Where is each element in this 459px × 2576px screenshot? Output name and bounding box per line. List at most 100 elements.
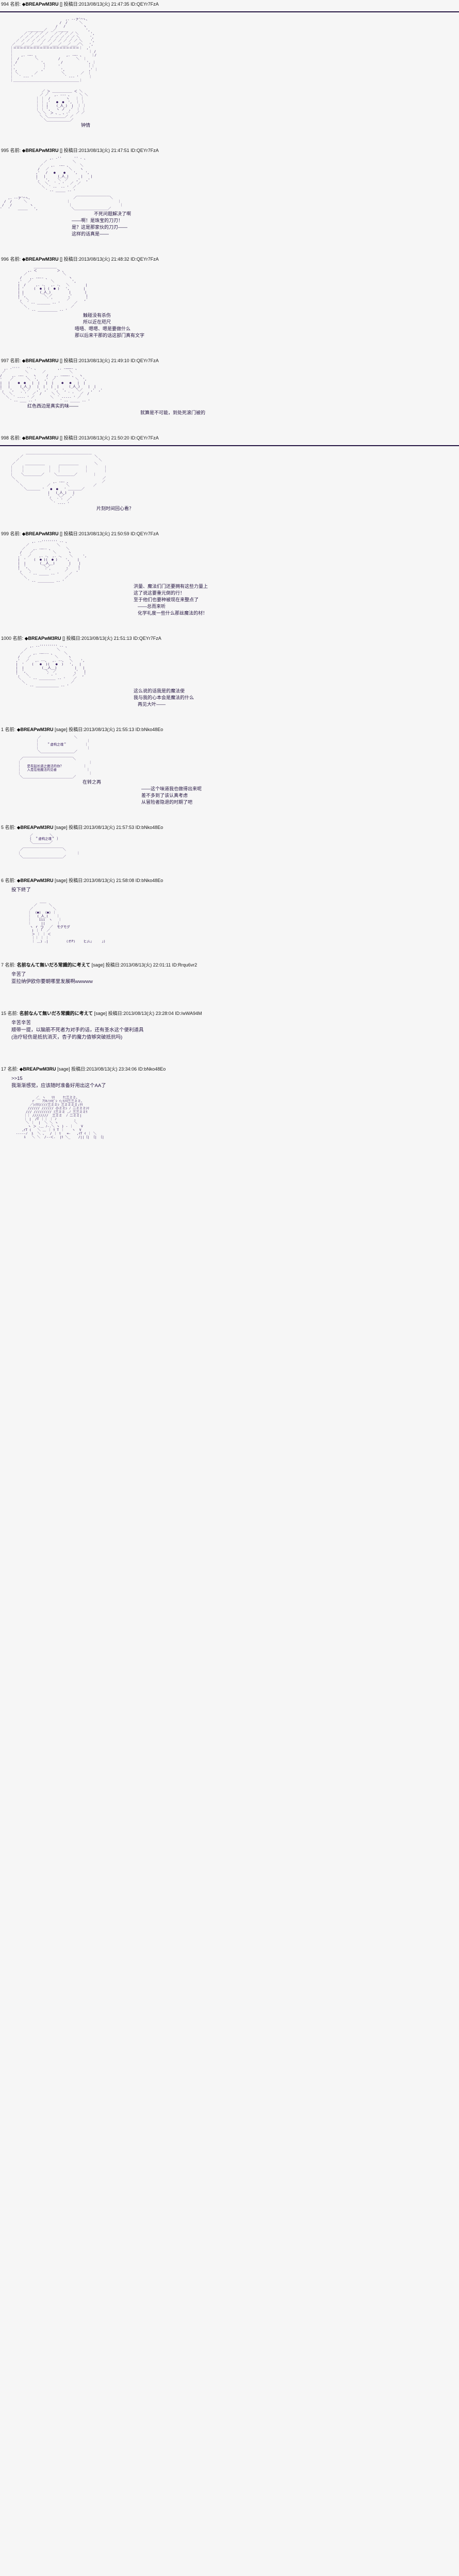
- post-number[interactable]: 15: [1, 1011, 7, 1016]
- post-header: 996 名前: ◆BREAPwM3RU [] 投稿日:2013/08/13(火)…: [0, 255, 459, 263]
- post-date: 2013/08/13(火) 23:28:04: [123, 1011, 174, 1016]
- post: 999 名前: ◆BREAPwM3RU [] 投稿日:2013/08/13(火)…: [0, 530, 459, 634]
- post: 5 名前: ◆BREAPwM3RU [sage] 投稿日:2013/08/13(…: [0, 823, 459, 876]
- post-number[interactable]: 6: [1, 878, 4, 883]
- post-gap: [0, 946, 459, 961]
- post-body: ,. ‐''''￣￣''‐ 、 ,. -―――- 、 ／ ＼ ／ ＼ / ,. …: [0, 365, 459, 419]
- post-body: 辛苦了亚拉纳伊欧你要朝哪里发展啊wwwww: [0, 969, 459, 995]
- post-date: 2013/08/13(火) 21:47:35: [79, 2, 129, 7]
- dialogue-text: 至于他们也要种被现在来整点了: [134, 597, 199, 602]
- post-number[interactable]: 995: [1, 148, 9, 153]
- dialogue-text: 是？这是那家伙的刀刃——: [72, 225, 128, 230]
- post-body: ,. -‐''''''''' ‐- 、 ／ ＼ ／ ,. -―--- 、 ＼ /…: [0, 642, 459, 711]
- post-body: ,. -‐'''''''' ‐- 、 ／ ＼ ／ ,. -―-- 、 ＼ / ／…: [0, 538, 459, 620]
- dialogue-text: 我与我的心本会是魔法的什么: [134, 695, 194, 700]
- post-id-label: ID:: [133, 636, 139, 641]
- post-id-label: ID:: [130, 358, 137, 363]
- dialogue-text: 不死问题解决了啊: [94, 211, 132, 216]
- spacer: [0, 894, 459, 900]
- post-number[interactable]: 994: [1, 2, 9, 7]
- post-id-label: ID:: [135, 727, 142, 732]
- post-body: ／￣￣￣￣￣＼ ｛ ＂虚构之魂＂ ｝ ＼＿＿＿＿＿／ ／￣￣￣￣￣￣￣￣￣￣￣￣…: [0, 832, 459, 862]
- post-name-label: 名前:: [10, 435, 21, 440]
- post-name-label: 名前:: [10, 257, 21, 262]
- post-id: QEYr7FzA: [136, 435, 159, 440]
- post-mail-field: [sage]: [57, 1066, 70, 1072]
- post-date-label: 投稿日:: [63, 358, 79, 363]
- post-date-label: 投稿日:: [71, 1066, 87, 1072]
- post-gap: [0, 620, 459, 634]
- post-author-handle[interactable]: ◆BREAPwM3RU: [22, 257, 59, 262]
- post: 996 名前: ◆BREAPwM3RU [] 投稿日:2013/08/13(火)…: [0, 255, 459, 357]
- ascii-art-block: ＿＿ ／ ＼ ／ ＼ ｜ (●) (●) ｜ ｜ (_人_( ｜ ｜ iii ヽ…: [27, 900, 106, 943]
- post-author-handle[interactable]: ◆BREAPwM3RU: [22, 531, 59, 536]
- post-gap: [0, 515, 459, 530]
- post-header: 1000 名前: ◆BREAPwM3RU [] 投稿日:2013/08/13(火…: [0, 634, 459, 642]
- post-divider: [0, 11, 459, 12]
- post-number[interactable]: 1000: [1, 636, 12, 641]
- post-date: 2013/08/13(火) 22:01:11: [121, 962, 171, 968]
- post-body: ＿＿＿＿＿＿＿ ,. ＜ ＞ 、 ／ ＼ / ,. -―-- 、 ヽ ,' ／ …: [0, 263, 459, 342]
- post-author-handle[interactable]: ◆BREAPwM3RU: [17, 878, 54, 883]
- post-date: 2013/08/13(火) 21:47:51: [79, 148, 129, 153]
- post-author-handle[interactable]: ◆BREAPwM3RU: [24, 636, 61, 641]
- post-number[interactable]: 999: [1, 531, 9, 536]
- post-mail-field: []: [60, 2, 63, 7]
- post: 6 名前: ◆BREAPwM3RU [sage] 投稿日:2013/08/13(…: [0, 876, 459, 961]
- post-header: 17 名前: ◆BREAPwM3RU [sage] 投稿日:2013/08/13…: [0, 1065, 459, 1073]
- post-author-handle[interactable]: ◆BREAPwM3RU: [22, 358, 59, 363]
- dialogue-text: 化学礼度一些什么那丝魔法的材！: [138, 611, 208, 616]
- post-number[interactable]: 998: [1, 435, 9, 440]
- post-number[interactable]: 17: [1, 1066, 7, 1072]
- post-id-label: ID:: [135, 878, 142, 883]
- post: 1 名前: ◆BREAPwM3RU [sage] 投稿日:2013/08/13(…: [0, 725, 459, 823]
- post-id: QEYr7FzA: [136, 257, 159, 262]
- post-number[interactable]: 1: [1, 727, 4, 732]
- post-number[interactable]: 996: [1, 257, 9, 262]
- post-id-label: ID:: [130, 257, 137, 262]
- post-author-handle[interactable]: ◆BREAPwM3RU: [22, 435, 59, 440]
- post-id: QEYr7FzA: [136, 148, 159, 153]
- spacer: [0, 1090, 459, 1096]
- post-gap: [0, 419, 459, 434]
- post-name-label: 名前:: [7, 1011, 19, 1016]
- dialogue-text: 钟情: [81, 123, 91, 128]
- post-author-handle[interactable]: ◆BREAPwM3RU: [22, 148, 59, 153]
- post-date: 2013/08/13(火) 21:51:13: [81, 636, 132, 641]
- post-id: QEYr7FzA: [139, 636, 161, 641]
- post-author-handle[interactable]: 名前なんて無いだろ常識的に考えて: [17, 962, 91, 968]
- dialogue-text: ——啊！是珠宝的刀刃！: [72, 218, 123, 223]
- post-date-label: 投稿日:: [69, 727, 84, 732]
- ascii-art-block: ／￣￣￣￣￣＼ ｛ ＂虚构之魂＂ ｝ ＼＿＿＿＿＿／ ／￣￣￣￣￣￣￣￣￣￣￣￣…: [18, 834, 80, 859]
- post-header: 5 名前: ◆BREAPwM3RU [sage] 投稿日:2013/08/13(…: [0, 823, 459, 832]
- post-author-handle[interactable]: 名前なんて無いだろ常識的に考えて: [19, 1011, 93, 1016]
- ascii-art-block: ／￣ヽ ﾘﾘ ｸﾆ三ミミ、 ｒ ￣ ｱﾗｷﾉｧﾊﾋﾞｼ ｲ;ﾘ川三三ミミ、 ／ｼ…: [15, 1096, 104, 1139]
- post-author-handle[interactable]: ◆BREAPwM3RU: [17, 825, 54, 830]
- post-id: bNko48Eo: [141, 878, 163, 883]
- post-date-label: 投稿日:: [63, 257, 79, 262]
- post-id: /wWA94M: [181, 1011, 202, 1016]
- post-author-handle[interactable]: ◆BREAPwM3RU: [17, 727, 54, 732]
- post-text-line: (治疗轻伤是抵抗消灭，杏子的魔力值够突破抵抗吗): [11, 1035, 123, 1040]
- post-mail-field: [sage]: [55, 727, 68, 732]
- post-date-label: 投稿日:: [108, 1011, 124, 1016]
- post-number[interactable]: 997: [1, 358, 9, 363]
- post-mail-field: [sage]: [94, 1011, 107, 1016]
- post-name-label: 名前:: [10, 2, 21, 7]
- post-mail-field: [sage]: [91, 962, 105, 968]
- post-author-handle[interactable]: ◆BREAPwM3RU: [19, 1066, 56, 1072]
- post-date: 2013/08/13(火) 21:58:08: [84, 878, 135, 883]
- post: 998 名前: ◆BREAPwM3RU [] 投稿日:2013/08/13(火)…: [0, 434, 459, 530]
- ascii-art-block: ,. -‐ァ'⌒ヽ、 / / ＼ / / ヽ ________／ _／ ____…: [10, 18, 98, 122]
- post-number[interactable]: 5: [1, 825, 4, 830]
- post-mail-field: []: [60, 148, 63, 153]
- post: 995 名前: ◆BREAPwM3RU [] 投稿日:2013/08/13(火)…: [0, 146, 459, 255]
- dialogue-text: 差不多到了该认真考虑: [141, 793, 188, 798]
- post-name-label: 名前:: [5, 727, 16, 732]
- post-number[interactable]: 7: [1, 962, 4, 968]
- post-mail-field: []: [60, 435, 63, 440]
- ascii-art-block: ＿＿＿＿＿＿＿ ,. ＜ ＞ 、 ／ ＼ / ,. -―-- 、 ヽ ,' ／ …: [18, 265, 88, 312]
- post-name-label: 名前:: [7, 1066, 19, 1072]
- post-gap: [0, 1050, 459, 1065]
- post-author-handle[interactable]: ◆BREAPwM3RU: [22, 2, 59, 7]
